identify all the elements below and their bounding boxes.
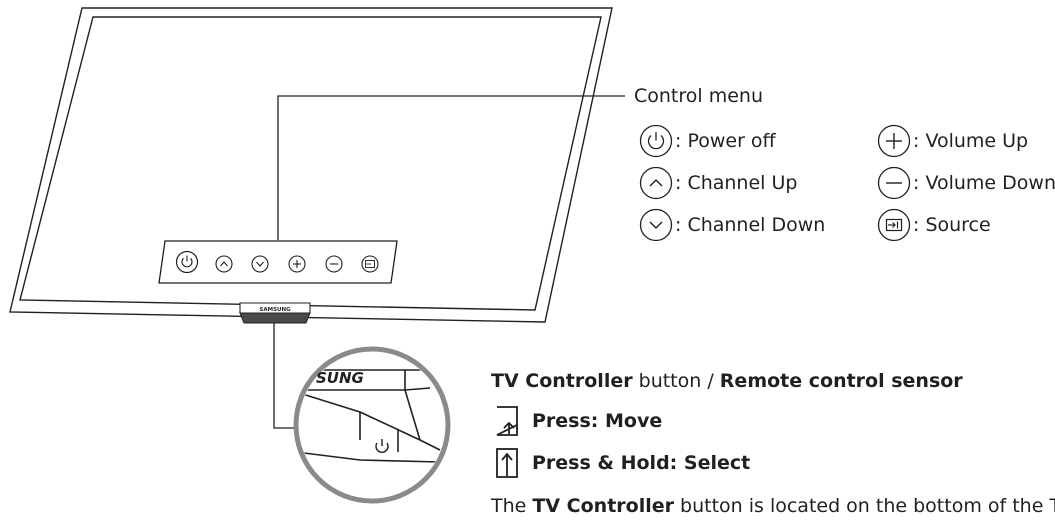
legend-volume-down: : Volume Down bbox=[877, 166, 1055, 200]
controller-note: The TV Controller button is located on t… bbox=[491, 494, 1055, 518]
legend-source: : Source bbox=[877, 208, 991, 242]
zoom-detail: SUNG bbox=[293, 346, 451, 504]
controller-heading: TV Controller button / Remote control se… bbox=[491, 369, 963, 393]
controller-note-bold: TV Controller bbox=[532, 495, 674, 517]
legend-channel-up-label: : Channel Up bbox=[675, 172, 798, 194]
controller-heading-sep: button / bbox=[632, 370, 720, 392]
control-menu-title: Control menu bbox=[634, 85, 764, 107]
panel-power-icon bbox=[175, 250, 199, 274]
badge-brand-text: SAMSUNG bbox=[259, 307, 291, 313]
legend-power-off-label: : Power off bbox=[675, 130, 776, 152]
panel-chevron-down-icon bbox=[251, 255, 269, 273]
panel-chevron-up-icon bbox=[215, 255, 233, 273]
legend-volume-up-label: : Volume Up bbox=[913, 130, 1029, 152]
minus-icon bbox=[877, 166, 911, 200]
controller-note-post: button is located on the bottom of the T… bbox=[673, 495, 1055, 517]
controller-heading-a: TV Controller bbox=[491, 370, 633, 392]
zoom-brand-text: SUNG bbox=[316, 369, 364, 387]
press-move-row: Press: Move bbox=[494, 405, 662, 437]
legend-power-off: : Power off bbox=[639, 124, 776, 158]
chevron-up-icon bbox=[639, 166, 673, 200]
press-move-icon bbox=[496, 406, 518, 436]
press-hold-label: Press & Hold: Select bbox=[532, 452, 751, 474]
panel-plus-icon bbox=[288, 255, 306, 273]
plus-icon bbox=[877, 124, 911, 158]
legend-source-label: : Source bbox=[913, 214, 991, 236]
onscreen-control-panel bbox=[158, 240, 398, 284]
chevron-down-icon bbox=[639, 208, 673, 242]
legend-volume-up: : Volume Up bbox=[877, 124, 1028, 158]
press-move-label: Press: Move bbox=[532, 410, 663, 432]
panel-minus-icon bbox=[325, 255, 343, 273]
source-icon bbox=[877, 208, 911, 242]
tv-frame bbox=[9, 7, 613, 323]
controller-leader bbox=[273, 323, 300, 429]
press-hold-row: Press & Hold: Select bbox=[494, 447, 750, 479]
control-menu-leader bbox=[277, 95, 625, 240]
legend-volume-down-label: : Volume Down bbox=[913, 172, 1055, 194]
legend-channel-up: : Channel Up bbox=[639, 166, 797, 200]
legend-channel-down: : Channel Down bbox=[639, 208, 825, 242]
power-icon bbox=[639, 124, 673, 158]
controller-note-pre: The bbox=[491, 495, 533, 517]
zoom-power-icon bbox=[375, 439, 389, 453]
panel-source-icon bbox=[361, 255, 379, 273]
tv-controller-badge: SAMSUNG bbox=[239, 302, 311, 324]
controller-heading-b: Remote control sensor bbox=[719, 370, 963, 392]
press-hold-icon bbox=[496, 448, 518, 478]
legend-channel-down-label: : Channel Down bbox=[675, 214, 826, 236]
